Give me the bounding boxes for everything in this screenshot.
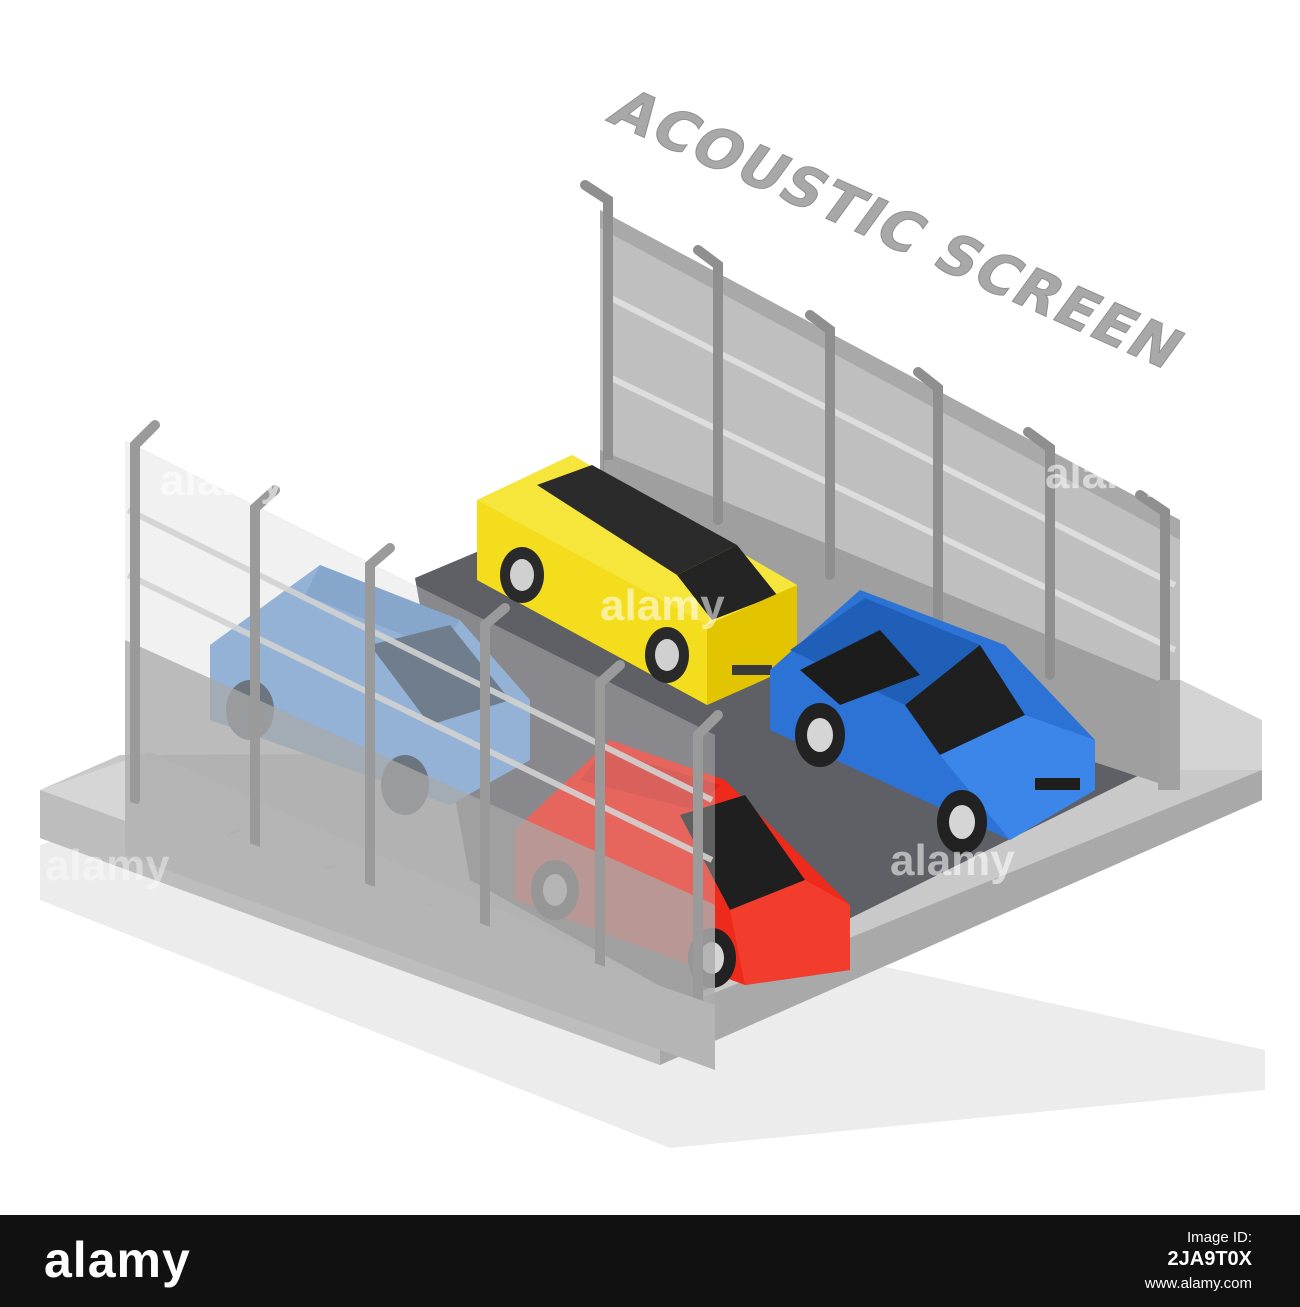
watermark-text: alamy xyxy=(1045,449,1170,498)
front-acoustic-screen xyxy=(125,420,723,1070)
watermark-text: alamy xyxy=(160,456,285,505)
footer-logo: alamy xyxy=(44,1232,191,1288)
watermark-text: alamy xyxy=(45,841,170,890)
footer-url: www.alamy.com xyxy=(1144,1275,1252,1292)
image-id-label: Image ID: xyxy=(1186,1229,1252,1246)
watermark-text: alamy xyxy=(890,836,1015,885)
watermark-text: alamy xyxy=(600,581,725,630)
blue-suv xyxy=(770,590,1095,854)
watermarks: alamy alamy alamy alamy alamy xyxy=(45,449,1170,890)
footer-bar: alamy Image ID: 2JA9T0X www.alamy.com xyxy=(0,1215,1300,1307)
acoustic-screen-illustration: ACOUSTIC SCREEN xyxy=(40,77,1265,1148)
image-id-block: Image ID: 2JA9T0X xyxy=(1168,1229,1253,1271)
image-id-value: 2JA9T0X xyxy=(1167,1248,1253,1270)
